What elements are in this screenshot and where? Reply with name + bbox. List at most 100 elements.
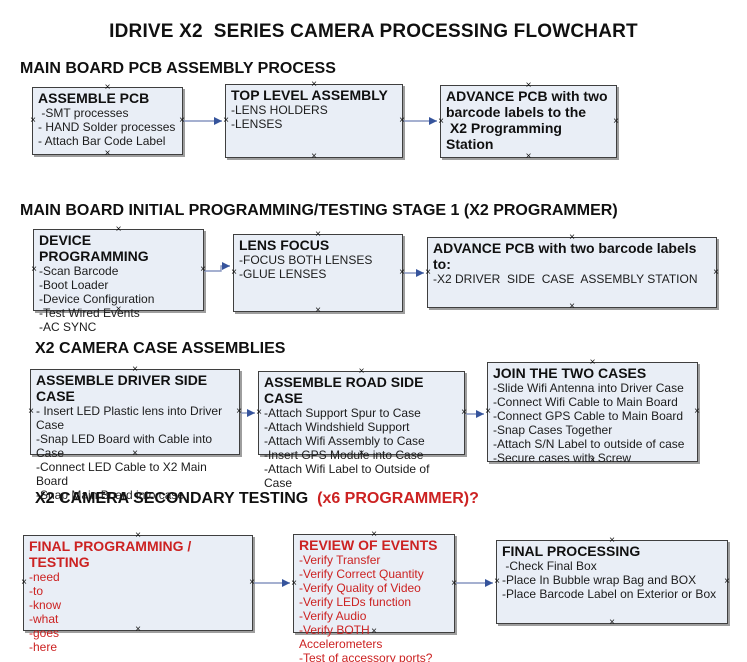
box-title: FINAL PROGRAMMING / TESTING	[29, 538, 196, 570]
box-title-line: barcode labels to the	[446, 104, 587, 120]
box-item: -Place Barcode Label on Exterior or Box	[502, 587, 717, 601]
anchor-icon: ×	[494, 576, 500, 587]
anchor-icon: ×	[179, 115, 185, 126]
anchor-icon: ×	[30, 115, 36, 126]
box-item: -Slide Wifi Antenna into Driver Case	[493, 381, 684, 395]
box-item: -Connect GPS Cable to Main Board	[493, 409, 684, 423]
box-title: ASSEMBLE PCB	[38, 90, 150, 106]
flow-box-review-of-events: REVIEW OF EVENTS -Verify Transfer -Verif…	[291, 530, 457, 662]
box-item: -AC SYNC	[39, 320, 97, 334]
anchor-icon: ×	[438, 115, 444, 127]
box-item: -Scan Barcode	[39, 264, 119, 278]
box-item: -Connect Wifi Cable to Main Board	[493, 395, 678, 409]
anchor-icon: ×	[525, 151, 532, 162]
box-item: -LENS HOLDERS	[231, 103, 328, 117]
box-item: -know	[29, 598, 62, 612]
anchor-icon: ×	[291, 577, 297, 589]
anchor-icon: ×	[613, 115, 619, 127]
box-title: JOIN THE TWO CASES	[493, 365, 647, 381]
anchor-icon: ×	[399, 267, 405, 278]
box-title: REVIEW OF EVENTS	[299, 537, 438, 553]
box-item: -goes	[29, 626, 60, 640]
anchor-icon: ×	[21, 577, 27, 588]
anchor-icon: ×	[485, 406, 491, 417]
anchor-icon: ×	[132, 364, 138, 375]
box-title: ASSEMBLE ROAD SIDE CASE	[264, 374, 428, 406]
anchor-icon: ×	[135, 530, 141, 541]
flow-box-assemble-road-side-case: ASSEMBLE ROAD SIDE CASE -Attach Support …	[256, 367, 467, 491]
anchor-icon: ×	[256, 407, 262, 418]
flow-box-advance-pcb-programming-station: ADVANCE PCB with two barcode labels to t…	[438, 81, 619, 162]
box-item: -Verify BOTH Accelerometers	[299, 623, 383, 651]
anchor-icon: ×	[589, 357, 596, 368]
anchor-icon: ×	[200, 264, 206, 275]
anchor-icon: ×	[236, 406, 242, 417]
flow-box-assemble-driver-side-case: ASSEMBLE DRIVER SIDE CASE - Insert LED P…	[28, 365, 242, 503]
box-item: -what	[29, 612, 59, 626]
section-heading-case-assemblies: X2 CAMERA CASE ASSEMBLIES	[35, 340, 286, 357]
anchor-icon: ×	[231, 267, 237, 278]
anchor-icon: ×	[371, 529, 377, 540]
anchor-icon: ×	[315, 229, 321, 240]
box-item: -need	[29, 570, 60, 584]
anchor-icon: ×	[315, 305, 321, 316]
box-item: -Connect LED Cable to X2 Main Board	[36, 460, 211, 488]
box-item: -Verify Quality of Video	[299, 581, 421, 595]
flow-box-join-the-two-cases: JOIN THE TWO CASES -Slide Wifi Antenna i…	[485, 358, 700, 466]
flow-box-final-processing: FINAL PROCESSING -Check Final Box -Place…	[494, 536, 730, 628]
anchor-icon: ×	[569, 232, 575, 243]
box-item: -Attach S/N Label to outside of case	[493, 437, 685, 451]
box-item: -Attach Wifi Label to Outside of Case	[264, 462, 433, 490]
anchor-icon: ×	[525, 80, 532, 91]
box-item: -Verify LEDs function	[299, 595, 412, 609]
box-item: - Insert LED Plastic lens into Driver Ca…	[36, 404, 226, 432]
anchor-icon: ×	[223, 115, 229, 126]
box-item: -Snap Main Board into case	[36, 488, 185, 502]
box-item: -LENSES	[231, 117, 283, 131]
flow-box-device-programming: DEVICE PROGRAMMING -Scan Barcode -Boot L…	[31, 225, 206, 335]
box-title-line: ADVANCE PCB with two	[446, 88, 608, 104]
box-item: - Attach Bar Code Label	[38, 134, 166, 148]
box-title: LENS FOCUS	[239, 237, 330, 253]
anchor-icon: ×	[358, 448, 365, 459]
flow-box-final-programming-testing: FINAL PROGRAMMING / TESTING -need -to -k…	[21, 531, 255, 655]
box-item: -Attach Wifi Assembly to Case	[264, 434, 425, 448]
section-heading-initial-programming: MAIN BOARD INITIAL PROGRAMMING/TESTING S…	[20, 202, 618, 219]
box-item: -to	[29, 584, 44, 598]
box-item: -GLUE LENSES	[239, 267, 327, 281]
anchor-icon: ×	[249, 577, 255, 588]
anchor-icon: ×	[115, 304, 122, 315]
anchor-icon: ×	[104, 82, 111, 93]
anchor-icon: ×	[28, 406, 34, 417]
anchor-icon: ×	[569, 301, 575, 312]
heading-red-part: (x6 PROGRAMMER)?	[308, 490, 479, 507]
flow-box-top-level-assembly: TOP LEVEL ASSEMBLY -LENS HOLDERS -LENSES…	[223, 80, 405, 162]
box-item: -Boot Loader	[39, 278, 109, 292]
box-title-line: X2 Programming Station	[446, 120, 566, 152]
anchor-icon: ×	[724, 576, 730, 587]
anchor-icon: ×	[104, 148, 111, 159]
page-title: IDRIVE X2 SERIES CAMERA PROCESSING FLOWC…	[109, 21, 638, 42]
box-item: -here	[29, 640, 58, 654]
box-title: TOP LEVEL ASSEMBLY	[231, 87, 388, 103]
anchor-icon: ×	[609, 617, 615, 628]
box-item: -Device Configuration	[39, 292, 155, 306]
box-title: ASSEMBLE DRIVER SIDE CASE	[36, 372, 212, 404]
anchor-icon: ×	[451, 577, 457, 589]
connector-arrow-3	[204, 262, 230, 272]
anchor-icon: ×	[425, 266, 431, 278]
anchor-icon: ×	[115, 224, 122, 235]
box-item: -Secure cases with Screw	[493, 451, 632, 465]
box-item: -Test of accessory ports?	[299, 651, 433, 662]
box-item: -Place In Bubble wrap Bag and BOX	[502, 573, 697, 587]
box-item: -Verify Audio	[299, 609, 367, 623]
anchor-icon: ×	[399, 115, 405, 126]
box-item: -X2 DRIVER SIDE CASE ASSEMBLY STATION	[433, 272, 698, 286]
anchor-icon: ×	[461, 407, 467, 418]
box-title: FINAL PROCESSING	[502, 543, 641, 559]
box-item: -Verify Correct Quantity	[299, 567, 424, 581]
box-item: - HAND Solder processes	[38, 120, 176, 134]
anchor-icon: ×	[358, 366, 365, 377]
anchor-icon: ×	[311, 79, 317, 90]
